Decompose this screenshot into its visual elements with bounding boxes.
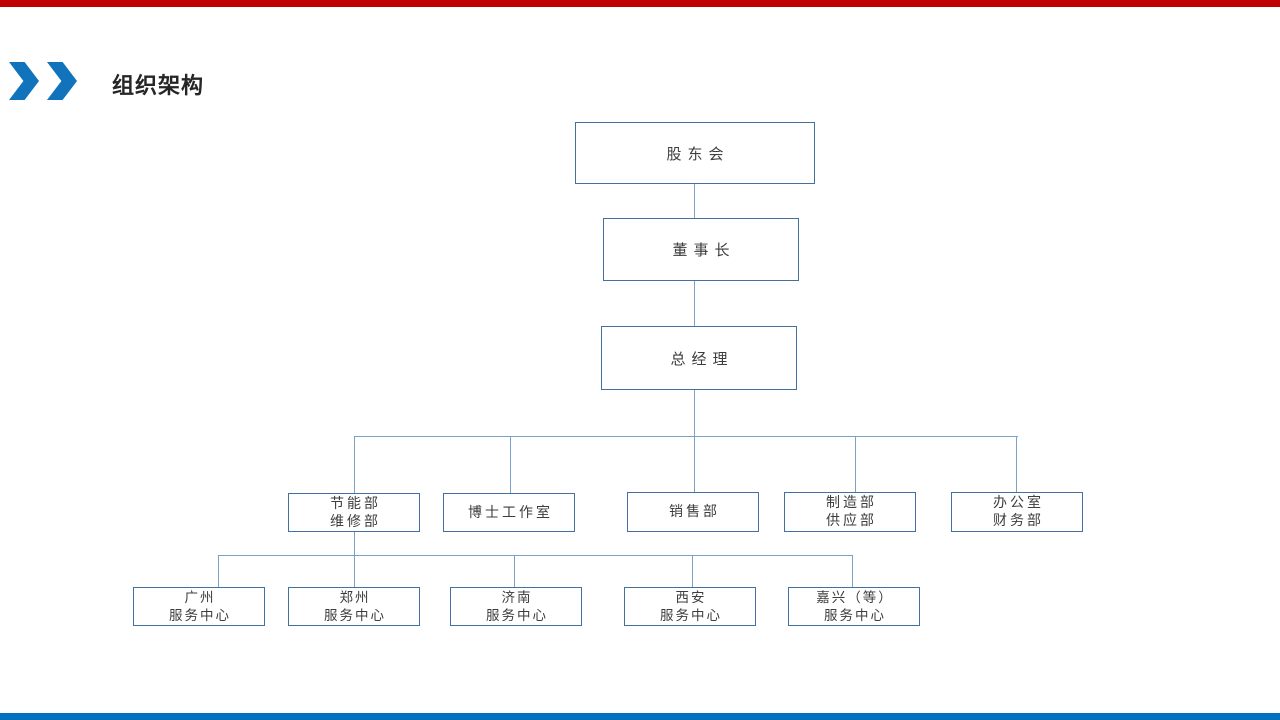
org-node-label: 济南 <box>501 589 533 606</box>
org-node-label: 办公室 <box>993 495 1044 511</box>
top-accent-bar <box>0 0 1280 7</box>
bottom-accent-bar <box>0 713 1280 720</box>
chevron-right-icon <box>9 62 39 100</box>
org-node-label: 西安 <box>675 589 707 606</box>
org-node-label: 服务中心 <box>824 607 886 624</box>
org-node-label: 总经理 <box>670 349 734 368</box>
connector-energy-servicebus <box>354 532 355 555</box>
org-node-label: 制造部 <box>826 495 877 511</box>
connector-drop-jiaxing <box>852 555 853 587</box>
connector-drop-xian <box>692 555 693 587</box>
org-node-label: 董事长 <box>672 241 736 259</box>
connector-gm-trunk <box>694 390 695 436</box>
org-node-label: 维修部 <box>330 513 381 530</box>
connector-drop-sales <box>694 436 695 492</box>
connector-drop-phd-studio <box>510 436 511 493</box>
org-node-label: 财务部 <box>993 513 1044 529</box>
org-node-label: 供应部 <box>826 513 877 529</box>
title-chevrons <box>9 62 77 100</box>
org-node-label: 服务中心 <box>486 607 548 624</box>
org-node-jinan-service-center: 济南 服务中心 <box>450 587 582 626</box>
connector-chairman-gm <box>694 281 695 326</box>
chevron-right-icon <box>47 62 77 100</box>
org-node-zhengzhou-service-center: 郑州 服务中心 <box>288 587 420 626</box>
connector-bus-departments <box>354 436 1018 437</box>
connector-drop-zhengzhou <box>354 555 355 587</box>
org-node-xian-service-center: 西安 服务中心 <box>624 587 756 626</box>
connector-shareholders-chairman <box>694 184 695 218</box>
org-node-jiaxing-service-center: 嘉兴（等） 服务中心 <box>788 587 920 626</box>
org-node-label: 服务中心 <box>660 607 722 624</box>
org-node-label: 服务中心 <box>169 607 231 624</box>
page-title: 组织架构 <box>112 74 205 99</box>
org-node-guangzhou-service-center: 广州 服务中心 <box>133 587 265 626</box>
org-node-energy-maintenance: 节能部 维修部 <box>288 493 420 532</box>
org-node-label: 节能部 <box>330 495 381 512</box>
org-node-label: 嘉兴（等） <box>816 589 894 606</box>
connector-drop-jinan <box>514 555 515 587</box>
org-node-chairman: 董事长 <box>603 218 799 281</box>
connector-drop-manufacturing <box>855 436 856 492</box>
org-node-label: 销售部 <box>669 504 720 520</box>
connector-drop-energy <box>354 436 355 493</box>
connector-drop-guangzhou <box>218 555 219 587</box>
org-node-sales: 销售部 <box>627 492 759 532</box>
connector-bus-service-centers <box>218 555 853 556</box>
org-node-label: 广州 <box>184 589 216 606</box>
org-node-label: 服务中心 <box>324 607 386 624</box>
org-node-phd-studio: 博士工作室 <box>443 493 575 532</box>
org-node-label: 股东会 <box>666 144 730 163</box>
org-node-shareholders: 股东会 <box>575 122 815 184</box>
org-node-office-finance: 办公室 财务部 <box>951 492 1083 532</box>
org-node-label: 郑州 <box>339 589 371 606</box>
org-node-general-manager: 总经理 <box>601 326 797 390</box>
org-node-label: 博士工作室 <box>468 504 553 521</box>
connector-drop-office <box>1016 436 1017 492</box>
org-node-manufacturing-supply: 制造部 供应部 <box>784 492 916 532</box>
